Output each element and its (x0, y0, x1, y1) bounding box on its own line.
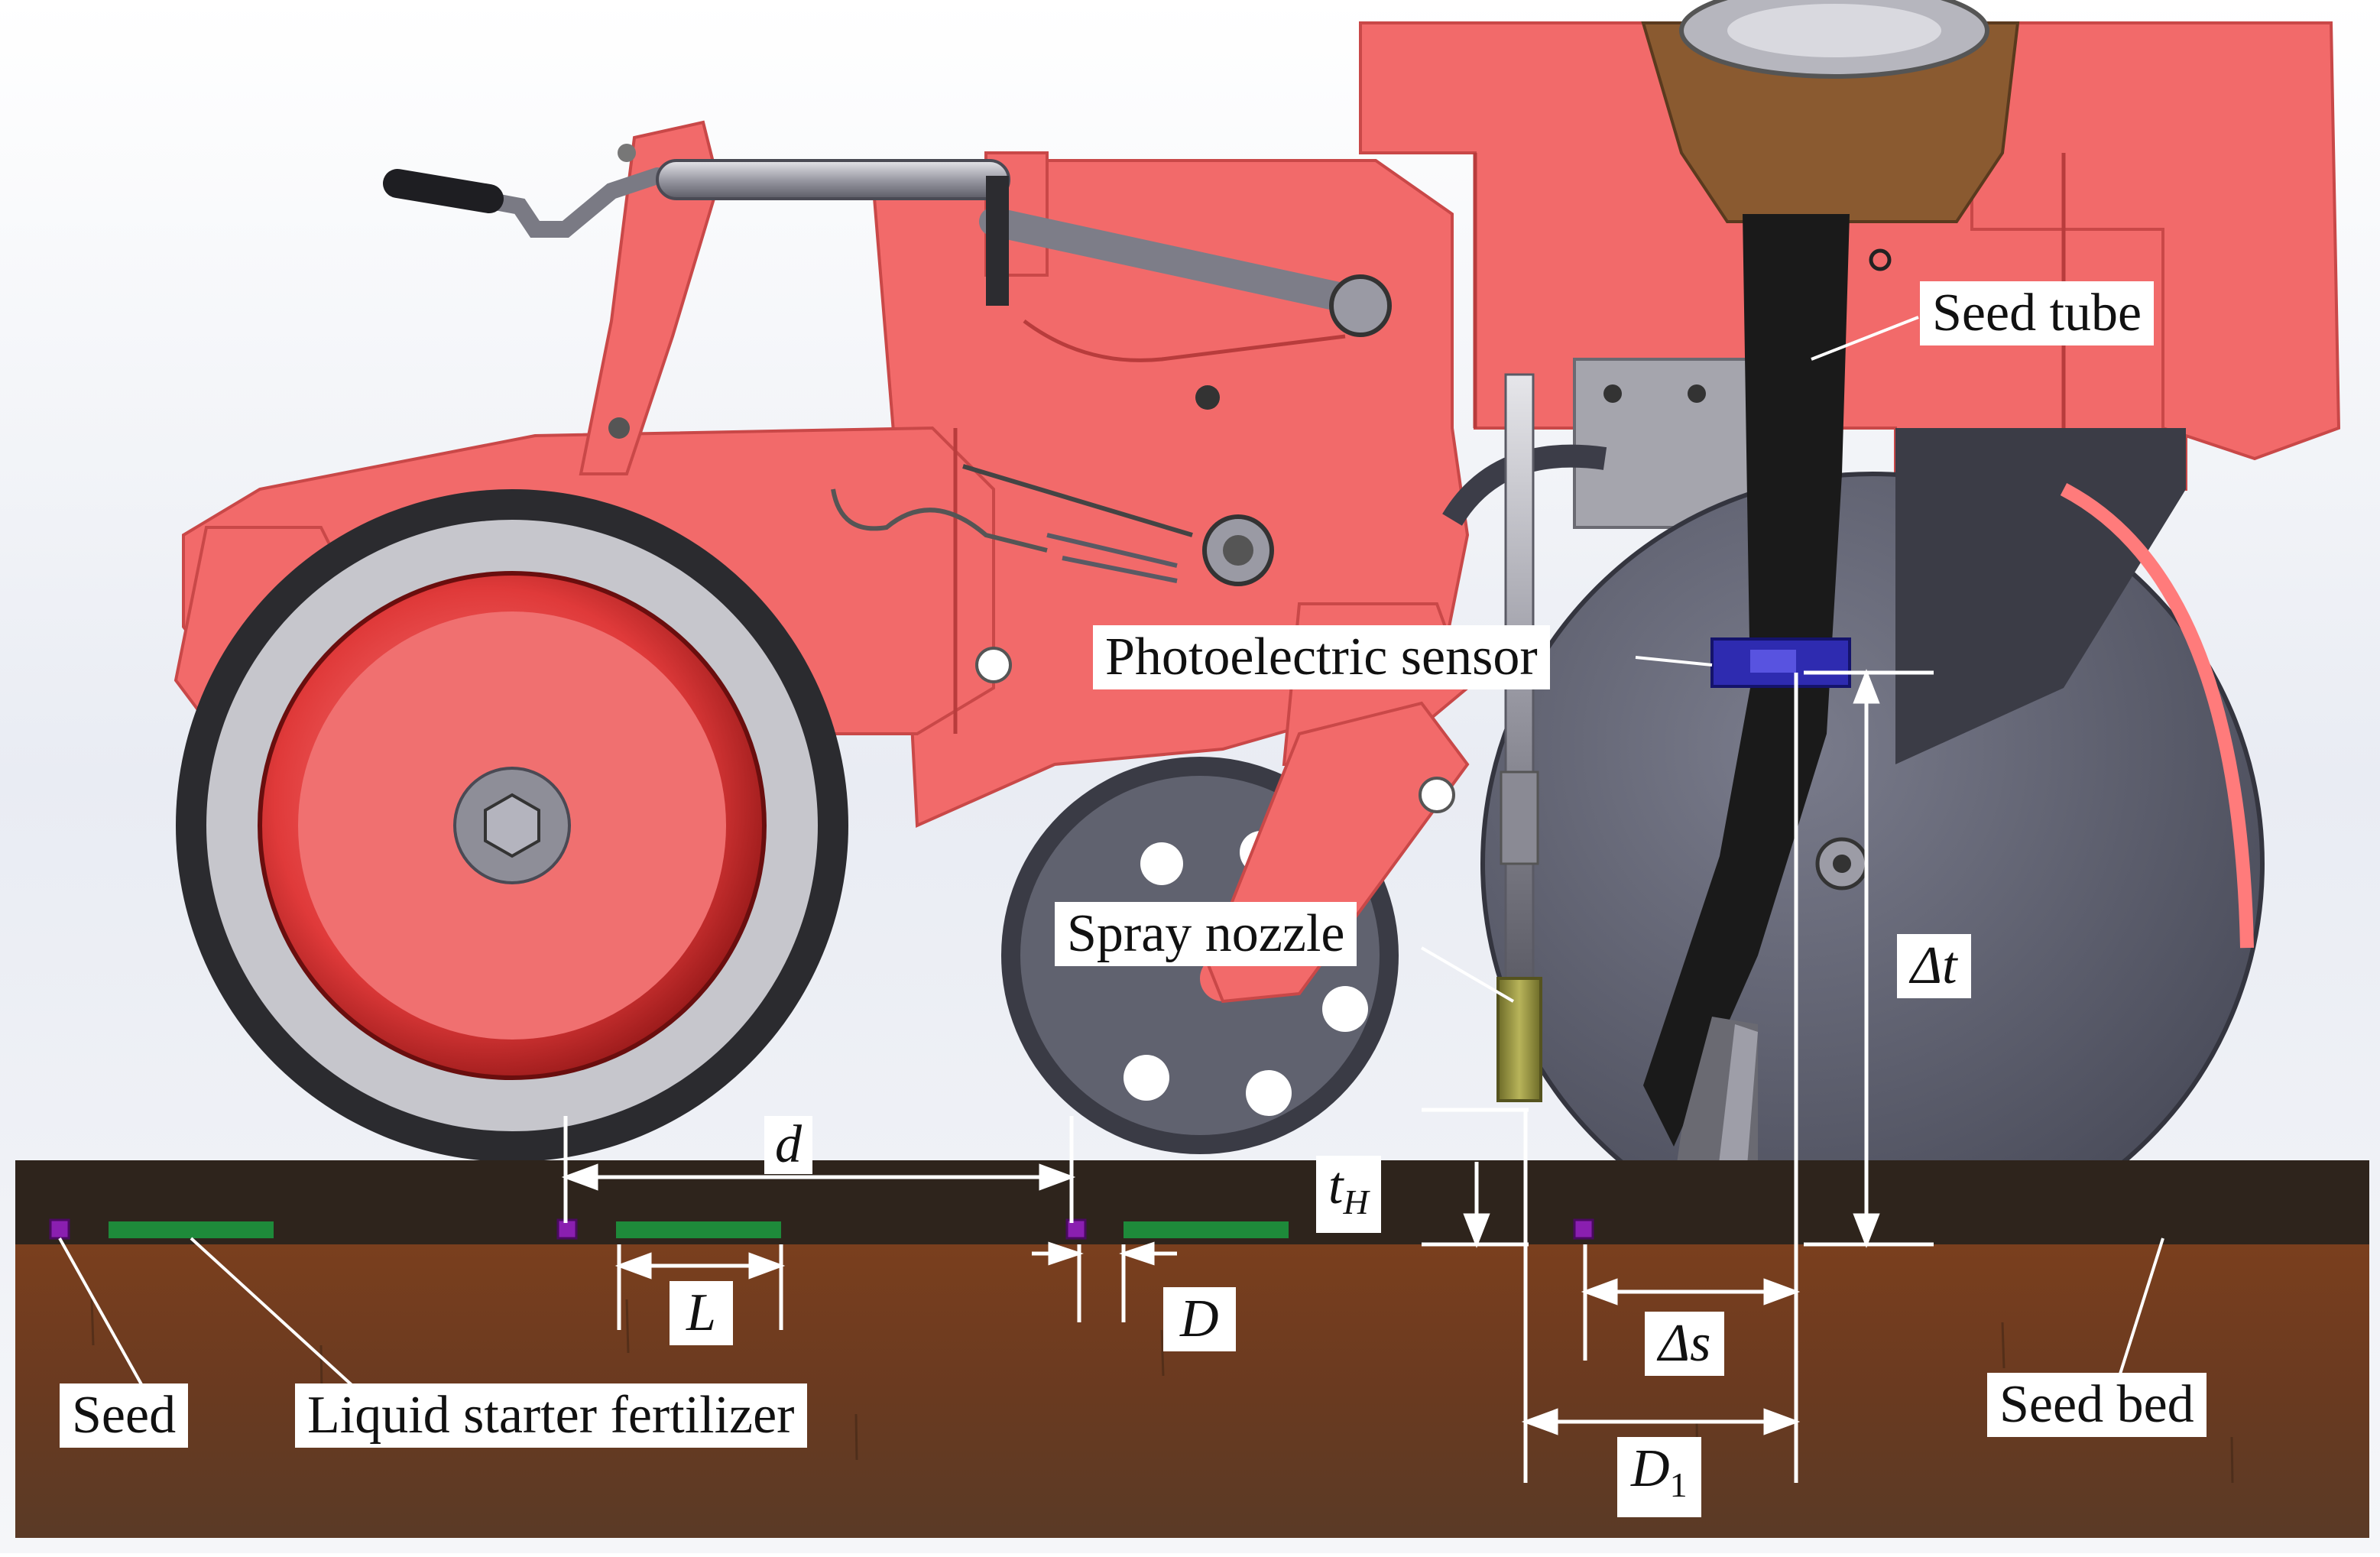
photoelectric-sensor-body (1710, 637, 1851, 688)
symbol-delta-t: Δt (1897, 934, 1971, 998)
symbol-D1-base: D (1631, 1439, 1670, 1498)
hopper (1641, 0, 2020, 223)
symbol-D: D (1163, 1287, 1236, 1351)
adjustment-rod (383, 144, 1392, 683)
symbol-t-H-base: t (1328, 1156, 1344, 1215)
symbol-t-H: tH (1316, 1156, 1381, 1233)
label-seed: Seed (60, 1383, 189, 1448)
gauge-wheel (176, 489, 848, 1162)
symbol-t-H-sub: H (1343, 1182, 1369, 1221)
symbol-D1: D1 (1617, 1437, 1701, 1517)
fertilizer-bands (109, 1221, 1289, 1238)
seed-marker (49, 1218, 70, 1240)
fertilizer-band (1124, 1221, 1289, 1238)
dimension-lines (561, 669, 1934, 1483)
tension-spring (1046, 533, 1178, 583)
label-photoelectric-sensor: Photoelectric sensor (1093, 625, 1550, 689)
label-seed-tube: Seed tube (1920, 281, 2155, 345)
leader-lines (58, 316, 2164, 1400)
fertilizer-band (109, 1221, 274, 1238)
label-liquid-starter-fertilizer: Liquid starter fertilizer (295, 1383, 807, 1448)
symbol-d: d (764, 1116, 812, 1174)
symbol-delta-s: Δs (1645, 1312, 1725, 1376)
label-seed-bed: Seed bed (1987, 1373, 2207, 1437)
symbol-L: L (670, 1281, 733, 1345)
symbol-D1-sub: 1 (1669, 1465, 1688, 1504)
seed-marker (1573, 1218, 1594, 1240)
label-spray-nozzle: Spray nozzle (1055, 902, 1357, 966)
fertilizer-band (616, 1221, 781, 1238)
